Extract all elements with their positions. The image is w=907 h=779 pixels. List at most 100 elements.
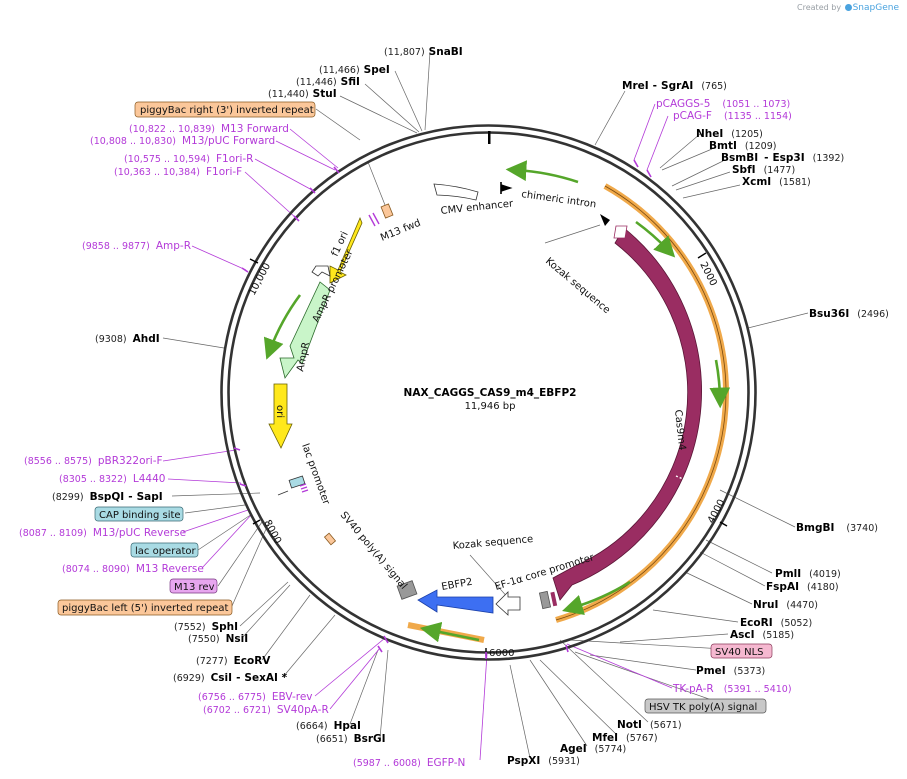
primer-m13-reverse[interactable]: (8074 .. 8090)M13 Reverse: [62, 563, 204, 575]
site-nrui[interactable]: NruI(4470): [753, 599, 818, 611]
primer-leader-lines: [162, 103, 673, 761]
ampr-promoter-feature[interactable]: [311, 265, 331, 277]
primer-pbr322ori-f[interactable]: (8556 .. 8575)pBR322ori-F: [24, 455, 163, 467]
credit-prefix: Created by: [797, 3, 842, 12]
chimeric-intron-feature[interactable]: [500, 182, 513, 194]
svg-text:lac operator: lac operator: [135, 546, 196, 557]
site-fspai[interactable]: FspAI(4180): [766, 581, 839, 593]
site-bmti[interactable]: BmtI(1209): [709, 140, 776, 152]
primer-amp-r[interactable]: (9858 .. 9877)Amp-R: [82, 240, 191, 252]
site-bsrgi[interactable]: (6651)BsrGI: [316, 733, 386, 745]
label-chimeric-intron: chimeric intron: [521, 189, 597, 210]
sv40-polya-feature[interactable]: [396, 580, 418, 600]
svg-text:CAP binding site: CAP binding site: [99, 510, 181, 521]
site-ecorv[interactable]: (7277)EcoRV: [196, 655, 271, 667]
svg-text:HSV TK poly(A) signal: HSV TK poly(A) signal: [649, 702, 757, 713]
site-pmli[interactable]: PmlI(4019): [775, 568, 841, 580]
piggybac-left-feature[interactable]: [323, 532, 337, 546]
label-ebfp2: EBFP2: [441, 577, 474, 593]
snapgene-credit: Created by SnapGene: [797, 3, 899, 13]
sv40-nls-feature[interactable]: [550, 591, 558, 607]
site-mrei-sgrai[interactable]: MreI-SgrAI(765): [622, 80, 727, 92]
ori-feature[interactable]: [268, 383, 293, 449]
plasmid-name: NAX_CAGGS_CAS9_m4_EBFP2: [404, 387, 577, 399]
site-pmei[interactable]: PmeI(5373): [696, 665, 765, 677]
svg-text:M13 rev: M13 rev: [174, 582, 215, 593]
site-pspxi[interactable]: PspXI(5931): [507, 755, 580, 767]
site-agei[interactable]: AgeI(5774): [560, 743, 626, 755]
ebfp2-feature[interactable]: [417, 589, 494, 614]
site-xcmi[interactable]: XcmI(1581): [742, 176, 811, 188]
primer-sv40pa-r[interactable]: (6702 .. 6721)SV40pA-R: [203, 704, 329, 716]
cmv-enhancer-feature[interactable]: [433, 183, 479, 201]
m13-fwd-feature[interactable]: [380, 203, 394, 219]
primer-egfp-n[interactable]: (5987 .. 6008)EGFP-N: [353, 757, 465, 769]
label-kozak-bottom: Kozak sequence: [452, 534, 533, 552]
box-sv40-nls[interactable]: SV40 NLS: [710, 643, 773, 659]
site-csii-sexai[interactable]: (6929)CsiI-SexAI *: [173, 672, 288, 684]
site-mfei[interactable]: MfeI(5767): [592, 732, 658, 744]
label-kozak-top: Kozak sequence: [543, 256, 612, 316]
primer-marks: [233, 159, 652, 659]
cas9m4-feature[interactable]: [552, 227, 702, 601]
svg-text:piggyBac left (5') inverted re: piggyBac left (5') inverted repeat: [62, 603, 228, 614]
tick-label-4000: 4000: [706, 498, 728, 526]
primer-m13-forward[interactable]: (10,822 .. 10,839)M13 Forward: [129, 123, 289, 135]
sv40-nls-fragment: [613, 225, 628, 239]
label-cas9m4: Cas9m4: [672, 409, 687, 451]
label-m13-fwd: M13 fwd: [379, 218, 422, 244]
box-lac-operator[interactable]: lac operator: [130, 542, 199, 558]
label-lac-promoter: lac promoter: [299, 442, 332, 507]
site-sfii[interactable]: (11,446)SfiI: [296, 76, 360, 88]
cap-binding-site-feature[interactable]: [288, 475, 306, 489]
box-piggybac-right[interactable]: piggyBac right (3') inverted repeat: [134, 101, 316, 118]
site-nhei[interactable]: NheI(1205): [696, 128, 763, 140]
site-asci[interactable]: AscI(5185): [730, 629, 794, 641]
primer-ebv-rev[interactable]: (6756 .. 6775)EBV-rev: [198, 691, 313, 703]
box-piggybac-left[interactable]: piggyBac left (5') inverted repeat: [57, 599, 233, 616]
primer-f1ori-r[interactable]: (10,575 .. 10,594)F1ori-R: [124, 153, 253, 165]
primer-m13-puc-forward[interactable]: (10,808 .. 10,830)M13/pUC Forward: [90, 135, 275, 147]
svg-text:SV40 NLS: SV40 NLS: [715, 647, 764, 658]
direction-arrows: [263, 160, 731, 643]
primer-m13-puc-reverse[interactable]: (8087 .. 8109)M13/pUC Reverse: [19, 527, 186, 539]
label-ampr-promoter: AmpR promoter: [311, 247, 356, 324]
label-ori: ori: [274, 405, 285, 418]
primer-f1ori-f[interactable]: (10,363 .. 10,384)F1ori-F: [114, 166, 242, 178]
origin-mark: [488, 131, 491, 144]
kozak-marker-top: [600, 214, 610, 226]
credit-brand: SnapGene: [852, 3, 899, 13]
tick-label-10000: 10,000: [247, 261, 273, 297]
svg-text:piggyBac right (3') inverted r: piggyBac right (3') inverted repeat: [140, 105, 314, 116]
site-noti[interactable]: NotI(5671): [617, 719, 682, 731]
site-ahdi[interactable]: (9308)AhdI: [95, 333, 160, 345]
site-bspqi-sapi[interactable]: (8299)BspQI-SapI: [52, 491, 163, 503]
primer-pcag-f[interactable]: pCAG-F(1135 .. 1154): [673, 110, 792, 122]
plasmid-size: 11,946 bp: [465, 401, 516, 412]
site-bmgbi[interactable]: BmgBI(3740): [796, 522, 878, 534]
site-hpai[interactable]: (6664)HpaI: [296, 720, 361, 732]
site-spei[interactable]: (11,466)SpeI: [319, 64, 390, 76]
site-snabi[interactable]: (11,807)SnaBI: [384, 46, 463, 58]
box-m13-rev[interactable]: M13 rev: [169, 578, 218, 594]
label-cmv-enhancer: CMV enhancer: [440, 198, 514, 217]
hsv-tk-polya-feature[interactable]: [538, 590, 552, 610]
primer-pcaggs-5[interactable]: pCAGGS-5(1051 .. 1073): [656, 98, 790, 110]
site-bsmbi-esp3i[interactable]: BsmBI-Esp3I(1392): [721, 152, 844, 164]
site-ecori[interactable]: EcoRI(5052): [740, 617, 812, 629]
site-bsu36i[interactable]: Bsu36I(2496): [809, 308, 889, 320]
primer-l4440[interactable]: (8305 .. 8322)L4440: [59, 473, 165, 485]
tick-label-6000: 6000: [489, 648, 514, 659]
ef1a-promoter-feature[interactable]: [495, 591, 521, 616]
ampr-feature[interactable]: [279, 281, 331, 379]
box-cap-binding-site[interactable]: CAP binding site: [94, 506, 184, 522]
primer-tk-pa-r[interactable]: TK-pA-R(5391 .. 5410): [672, 683, 792, 695]
f1-ori-feature[interactable]: [329, 216, 363, 284]
site-sbfi[interactable]: SbfI(1477): [732, 164, 795, 176]
site-nsii[interactable]: (7550)NsiI: [188, 633, 248, 645]
box-hsv-tk-polya[interactable]: HSV TK poly(A) signal: [644, 698, 767, 714]
site-stui[interactable]: (11,440)StuI: [268, 88, 337, 100]
site-sphi[interactable]: (7552)SphI: [174, 621, 238, 633]
label-sv40-polya: SV40 poly(A) signal: [338, 510, 409, 592]
